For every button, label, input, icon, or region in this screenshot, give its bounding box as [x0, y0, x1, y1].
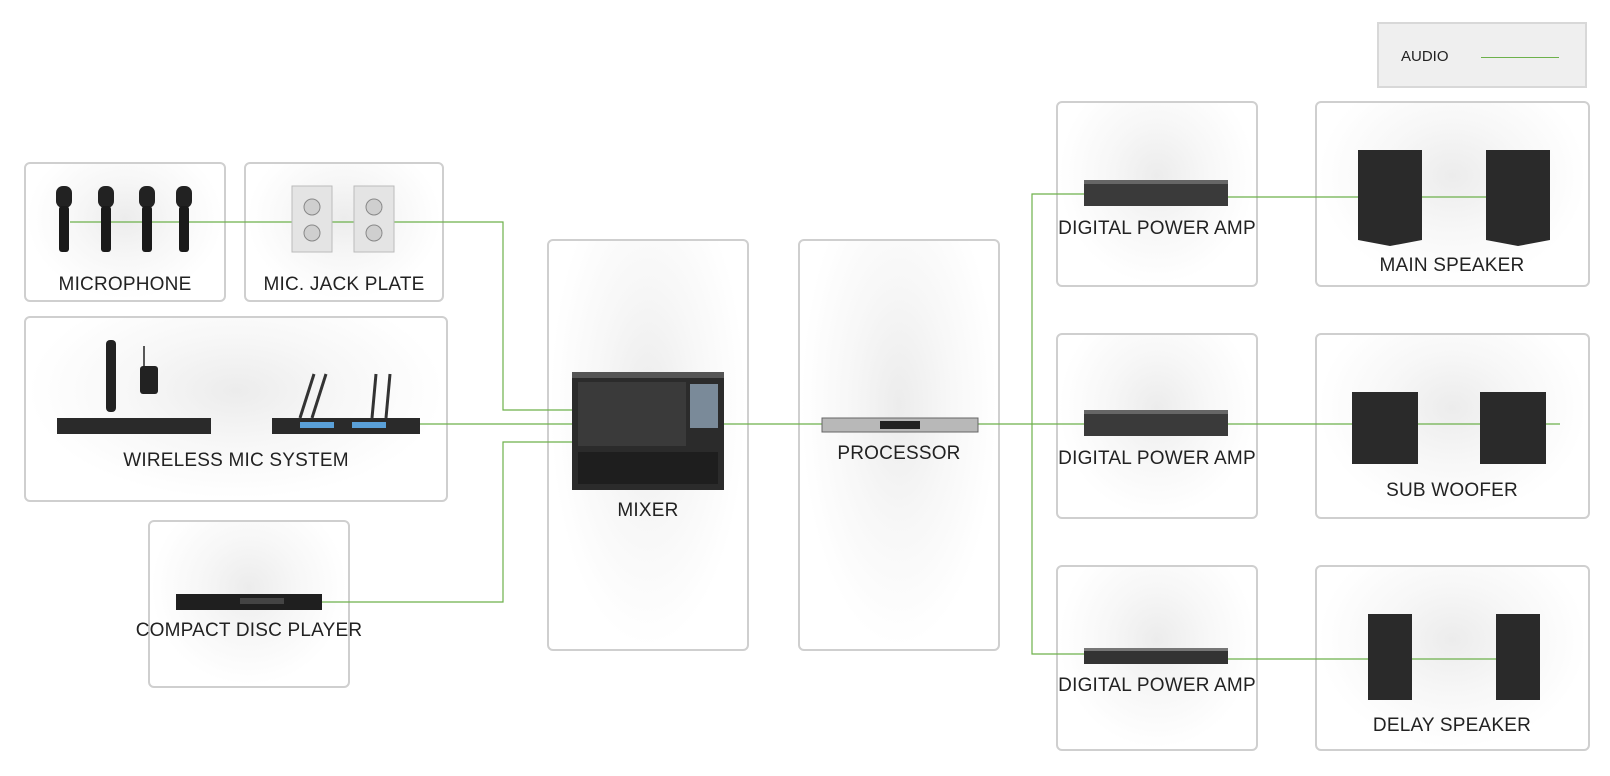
- mixer-icon: [572, 372, 724, 490]
- main-speaker-label: MAIN SPEAKER: [1379, 255, 1525, 276]
- mixer-label: MIXER: [617, 500, 679, 521]
- microphone-icons: [56, 186, 192, 252]
- cd-player-icon: [176, 594, 322, 610]
- wire-plate-to-mixer: [395, 221, 575, 411]
- wireless-mic-label: WIRELESS MIC SYSTEM: [123, 450, 349, 471]
- processor-icon: [821, 417, 979, 433]
- delay-speaker-label: DELAY SPEAKER: [1372, 715, 1532, 736]
- delay-speaker-icons: [1368, 614, 1540, 700]
- processor-label: PROCESSOR: [837, 443, 961, 464]
- processor-box: [798, 239, 1000, 651]
- amp-1-label: DIGITAL POWER AMP: [1058, 218, 1256, 239]
- legend: AUDIO: [1377, 22, 1587, 88]
- mic-jack-plate-box: [244, 162, 444, 302]
- wire-processor-to-amp1: [1031, 193, 1092, 424]
- sub-woofer-icons: [1352, 392, 1546, 464]
- sub-woofer-label: SUB WOOFER: [1386, 480, 1518, 501]
- legend-label: AUDIO: [1401, 48, 1449, 65]
- jack-plate-icons: [291, 185, 395, 253]
- mic-jack-plate-label: MIC. JACK PLATE: [263, 274, 425, 295]
- wireless-mic-box: [24, 316, 448, 502]
- legend-audio-line: [1481, 57, 1559, 58]
- microphone-label: MICROPHONE: [58, 274, 192, 295]
- amp-3-label: DIGITAL POWER AMP: [1058, 675, 1256, 696]
- amp-2-label: DIGITAL POWER AMP: [1058, 448, 1256, 469]
- wire-processor-to-amp3: [1031, 424, 1092, 655]
- delay-speaker-box: [1315, 565, 1590, 751]
- amp-icons: [1084, 180, 1228, 664]
- cd-player-label: COMPACT DISC PLAYER: [135, 620, 363, 641]
- wireless-mic-icons: [57, 340, 420, 434]
- microphone-box: [24, 162, 226, 302]
- wire-cd-to-mixer: [320, 441, 575, 603]
- main-speaker-icons: [1358, 150, 1550, 246]
